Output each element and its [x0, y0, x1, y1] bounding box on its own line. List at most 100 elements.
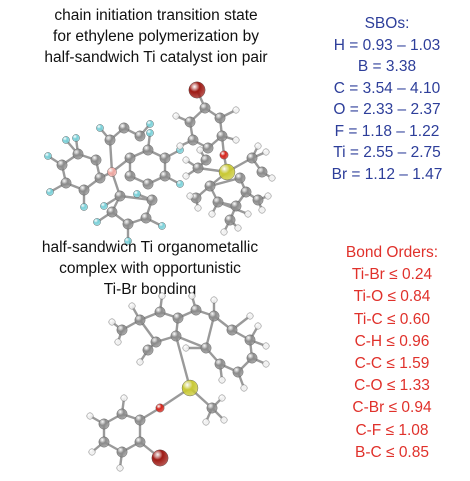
carbon-atom — [200, 342, 212, 354]
titanium-bromine-complex-molecule — [86, 292, 270, 472]
carbon-atom — [122, 218, 134, 230]
carbon-atom — [142, 344, 154, 356]
carbon-atom — [98, 418, 110, 430]
fluorine-atom — [158, 222, 166, 230]
carbon-atom — [146, 194, 158, 206]
hydrogen-atom — [108, 318, 116, 326]
carbon-atom — [184, 116, 196, 128]
carbon-atom — [154, 306, 166, 318]
bond-order-title: Bond Orders: — [345, 244, 439, 261]
bottom-molecule-caption: half-sandwich Ti organometallic complex … — [0, 237, 300, 300]
carbon-atom — [170, 330, 182, 342]
hydrogen-atom — [220, 228, 228, 236]
caption-line: Ti-Br bonding — [103, 281, 197, 298]
carbon-atom — [159, 170, 171, 182]
hydrogen-atom — [194, 204, 202, 212]
carbon-atom — [142, 144, 154, 156]
bromine-atom — [151, 449, 169, 467]
carbon-atom — [134, 436, 146, 448]
carbon-atom — [216, 130, 228, 142]
carbon-atom — [134, 314, 146, 326]
fluorine-atom — [146, 120, 154, 128]
carbon-atom — [142, 178, 154, 190]
hydrogen-atom — [182, 156, 190, 164]
bond-order-item: Ti-Br ≤ 0.24 — [351, 266, 433, 284]
fluorine-atom — [100, 202, 108, 210]
hydrogen-atom — [220, 416, 228, 424]
carbon-atom — [212, 196, 224, 208]
caption-line: complex with opportunistic — [59, 260, 241, 277]
carbon-atom — [94, 172, 106, 184]
carbon-atom — [206, 402, 218, 414]
bond — [174, 335, 192, 389]
caption-line: for ethylene polymerization by — [53, 28, 259, 45]
carbon-atom — [234, 172, 246, 184]
hydrogen-atom — [262, 342, 270, 350]
fluorine-atom — [46, 188, 54, 196]
carbon-atom — [60, 177, 72, 189]
hydrogen-atom — [208, 210, 216, 218]
carbon-atom — [134, 414, 146, 426]
carbon-atom — [104, 134, 116, 146]
fluorine-atom — [44, 152, 52, 160]
carbon-atom — [90, 154, 102, 166]
sbo-item: Br = 1.12 – 1.47 — [331, 165, 443, 183]
fluorine-atom — [124, 237, 132, 245]
top-molecule-caption: chain initiation transition state for et… — [0, 5, 312, 68]
hydrogen-atom — [136, 358, 144, 366]
hydrogen-atom — [128, 302, 136, 310]
carbon-atom — [192, 162, 204, 174]
carbon-atom — [116, 324, 128, 336]
hydrogen-atom — [188, 292, 196, 300]
hydrogen-atom — [246, 312, 254, 320]
hydrogen-atom — [240, 384, 248, 392]
carbon-atom — [256, 166, 268, 178]
sbo-item: F = 1.18 – 1.22 — [334, 122, 440, 140]
carbon-atom — [78, 184, 90, 196]
bond-order-item: C-H ≤ 0.96 — [354, 332, 430, 350]
carbon-atom — [116, 408, 128, 420]
hydrogen-atom — [182, 172, 190, 180]
carbon-atom — [150, 336, 162, 348]
carbon-atom — [230, 200, 242, 212]
sbo-item: C = 3.54 – 4.10 — [333, 79, 441, 97]
carbon-atom — [214, 112, 226, 124]
carbon-atom — [106, 206, 118, 218]
bond-order-item: Ti-C ≤ 0.60 — [354, 310, 430, 328]
caption-line: chain initiation transition state — [54, 7, 258, 24]
hydrogen-atom — [196, 146, 204, 154]
bond-order-item: C-Br ≤ 0.94 — [352, 399, 432, 417]
titanium-atom — [218, 163, 236, 181]
hydrogen-atom — [232, 106, 240, 114]
carbon-atom — [116, 446, 128, 458]
carbon-atom — [134, 130, 146, 142]
boron-atom — [107, 167, 117, 177]
titanium-atom — [181, 379, 199, 397]
carbon-atom — [124, 170, 136, 182]
fluorine-atom — [72, 134, 80, 142]
borate-anion-molecule — [44, 120, 184, 245]
hydrogen-atom — [186, 192, 194, 200]
hydrogen-atom — [232, 136, 240, 144]
hydrogen-atom — [210, 296, 218, 304]
hydrogen-atom — [202, 418, 210, 426]
carbon-atom — [208, 310, 220, 322]
carbon-atom — [202, 142, 214, 154]
hydrogen-atom — [158, 292, 166, 300]
carbon-atom — [200, 154, 212, 166]
carbon-atom — [246, 152, 258, 164]
carbon-atom — [232, 366, 244, 378]
bond — [204, 315, 216, 349]
hydrogen-atom — [262, 148, 270, 156]
carbon-atom — [199, 102, 211, 114]
carbon-atom — [204, 180, 216, 192]
hydrogen-atom — [172, 112, 180, 120]
carbon-atom — [190, 304, 202, 316]
hydrogen-atom — [262, 360, 270, 368]
caption-line: half-sandwich Ti organometallic — [41, 239, 259, 256]
carbon-atom — [140, 212, 152, 224]
hydrogen-atom — [176, 142, 184, 150]
